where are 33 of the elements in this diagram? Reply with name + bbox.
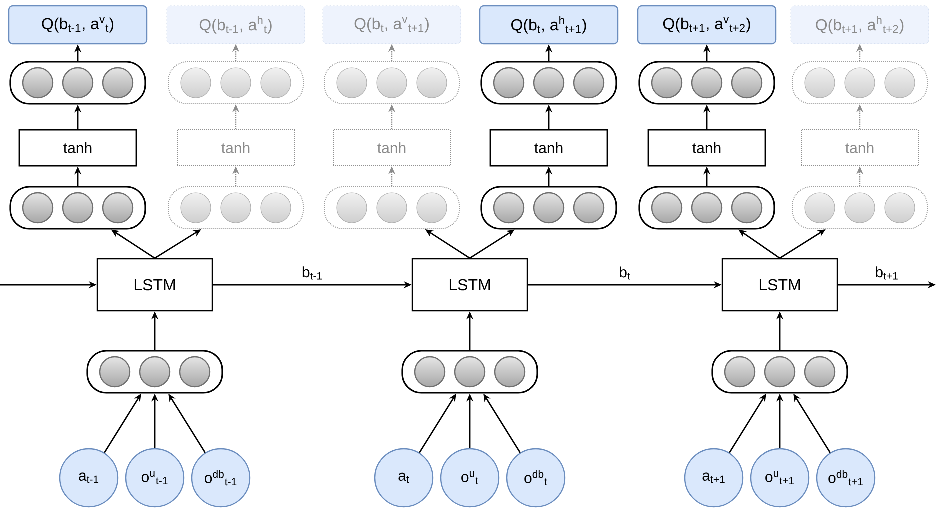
q-value-box: Q(b$_{t-1}$, a$^{v}$$_{t}$) [8, 5, 148, 45]
q-value-box: Q(b$_{t}$, a$^{v}$$_{t+1}$) [322, 6, 462, 44]
neuron-layer [168, 62, 304, 104]
neuron-layer [86, 350, 224, 394]
neuron-layer [10, 186, 146, 230]
edge-label: b$_{t}$ [618, 266, 632, 281]
q-value-box: Q(b$_{t}$, a$^{h}$$_{t+1}$) [479, 5, 619, 45]
neuron-layer [638, 61, 776, 105]
neuron-layer [168, 186, 304, 230]
edge-label: b$_{t+1}$ [874, 266, 900, 281]
activation-box: tanh [648, 129, 766, 167]
q-value-box: Q(b$_{t-1}$, a$^{h}$$_{t}$) [166, 6, 306, 44]
q-value-box: Q(b$_{t+1}$, a$^{v}$$_{t+2}$) [637, 5, 777, 45]
activation-box: tanh [801, 130, 920, 166]
lstm-box: LSTM [412, 258, 528, 312]
neuron-layer [480, 61, 618, 105]
activation-box: tanh [490, 129, 608, 167]
edge-label: b$_{t-1}$ [300, 266, 324, 281]
neuron-layer [792, 186, 928, 230]
q-value-box: Q(b$_{t+1}$, a$^{h}$$_{t+2}$) [790, 6, 930, 44]
neuron-layer [402, 350, 538, 394]
activation-box: tanh [18, 129, 138, 167]
neuron-layer [324, 62, 460, 104]
neuron-layer [638, 186, 776, 230]
neuron-layer [480, 186, 618, 230]
neuron-layer [712, 350, 848, 394]
neuron-layer [324, 186, 460, 230]
neuron-layer [792, 62, 928, 104]
lstm-box: LSTM [96, 258, 214, 312]
activation-box: tanh [177, 130, 295, 166]
activation-box: tanh [333, 130, 451, 166]
lstm-box: LSTM [722, 258, 838, 312]
neuron-layer [10, 61, 146, 105]
